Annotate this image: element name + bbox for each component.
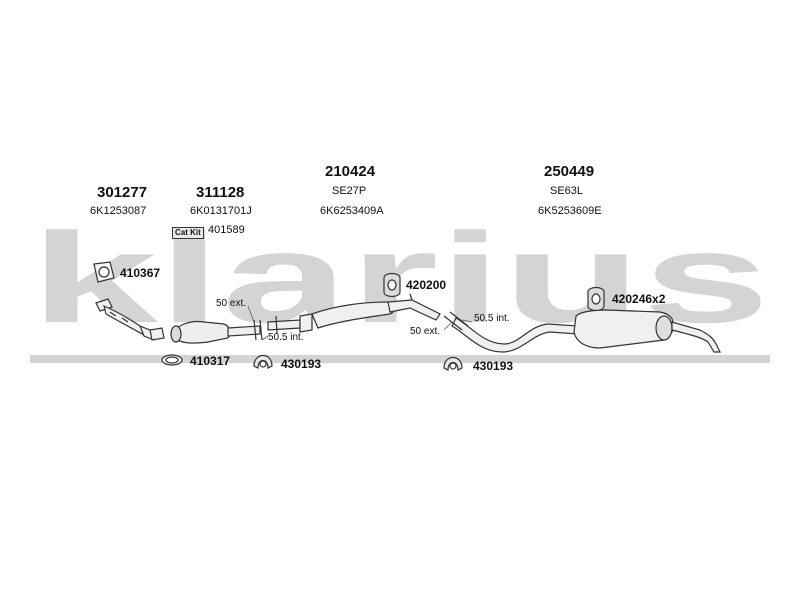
fitting-410367: 410367	[120, 266, 161, 280]
joint-right-int: 50.5 int.	[474, 313, 510, 324]
rubber-mount-420246	[587, 286, 605, 312]
part-number-301277: 301277	[97, 184, 148, 201]
front-pipe	[95, 298, 165, 341]
cat-kit-badge: Cat Kit	[172, 227, 204, 239]
watermark-underline	[30, 355, 770, 363]
part-code-6K6253409A: 6K6253409A	[320, 205, 384, 217]
part-name-SE63L: SE63L	[550, 185, 584, 197]
leader-lines	[247, 305, 473, 341]
ring-410317	[161, 354, 183, 366]
part-code-6K0131701J: 6K0131701J	[190, 205, 252, 217]
part-number-311128: 311128	[196, 184, 245, 201]
fitting-410317: 410317	[190, 354, 231, 368]
fitting-430193-left: 430193	[281, 357, 322, 371]
part-number-210424: 210424	[325, 163, 376, 180]
middle-silencer	[267, 293, 441, 335]
part-code-6K5253609E: 6K5253609E	[538, 205, 602, 217]
clamp-left-430193	[253, 354, 273, 369]
part-code-6K1253087: 6K1253087	[90, 205, 147, 217]
catalytic-converter	[170, 319, 263, 344]
fitting-420246x2: 420246x2	[612, 292, 666, 306]
gasket-410367	[93, 261, 115, 283]
rubber-mount-420200	[383, 272, 401, 298]
part-name-SE27P: SE27P	[332, 185, 367, 197]
cat-kit-number: 401589	[208, 224, 245, 236]
rear-silencer	[443, 309, 721, 353]
clamp-right-430193	[443, 356, 463, 371]
part-number-250449: 250449	[544, 163, 595, 180]
fitting-430193-right: 430193	[473, 359, 514, 373]
joint-left-int: 50.5 int.	[268, 332, 304, 343]
fitting-420200: 420200	[406, 278, 447, 292]
joint-left-ext: 50 ext.	[216, 298, 247, 309]
joint-right-ext: 50 ext.	[410, 326, 441, 337]
